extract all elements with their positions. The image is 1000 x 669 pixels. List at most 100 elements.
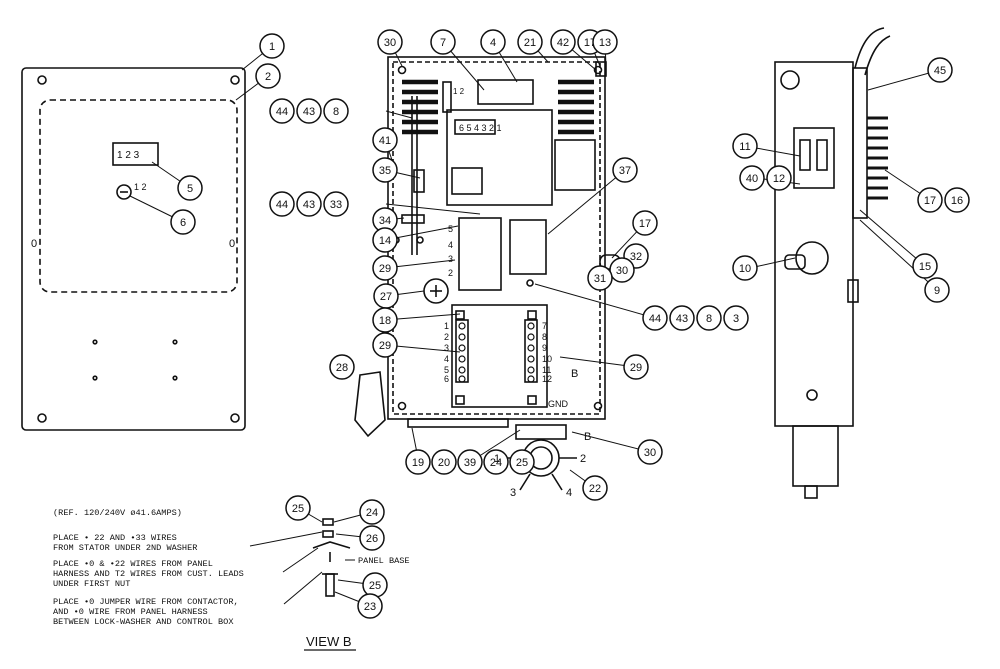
- balloon-44: 44: [269, 191, 295, 217]
- balloon-label: 17: [639, 218, 651, 230]
- relay-num-2: 2: [448, 268, 453, 278]
- balloon-23: 23: [357, 593, 383, 619]
- balloon-15: 15: [912, 253, 938, 279]
- balloon-label: 5: [187, 183, 193, 195]
- balloon-label: 13: [599, 37, 611, 49]
- balloon-label: 43: [303, 199, 315, 211]
- balloon-29: 29: [372, 332, 398, 358]
- balloon-25: 25: [285, 495, 311, 521]
- balloon-19: 19: [405, 449, 431, 475]
- balloon-14: 14: [372, 227, 398, 253]
- gnd-label: GND: [548, 399, 569, 409]
- balloon-8: 8: [696, 305, 722, 331]
- balloon-label: 27: [380, 291, 392, 303]
- tb-left-6: 6: [444, 374, 449, 384]
- balloon-21: 21: [517, 29, 543, 55]
- balloon-label: 20: [438, 457, 450, 469]
- panel-base-label: PANEL BASE: [358, 556, 410, 566]
- tb-right-10: 10: [542, 354, 552, 364]
- balloon-24: 24: [483, 449, 509, 475]
- left-slot-a: 0: [31, 238, 37, 250]
- balloon-label: 16: [951, 195, 963, 207]
- relay-num-5: 5: [448, 224, 453, 234]
- balloon-label: 43: [676, 313, 688, 325]
- balloon-label: 45: [934, 65, 946, 77]
- board-header: [442, 81, 452, 113]
- balloon-label: 25: [516, 457, 528, 469]
- contactor-label-2: 2: [580, 453, 586, 465]
- tb-left-1: 1: [444, 321, 449, 331]
- balloon-42: 42: [550, 29, 576, 55]
- leader-lines: [129, 41, 941, 607]
- balloon-6: 6: [170, 209, 196, 235]
- balloon-label: 26: [366, 533, 378, 545]
- balloon-label: 8: [706, 313, 712, 325]
- balloon-25: 25: [362, 572, 388, 598]
- balloon-label: 6: [180, 217, 186, 229]
- balloon-37: 37: [612, 157, 638, 183]
- balloon-label: 8: [333, 106, 339, 118]
- circuit-breaker-11: [793, 127, 835, 189]
- knob-13: [595, 61, 607, 77]
- balloon-35: 35: [372, 157, 398, 183]
- balloon-label: 25: [292, 503, 304, 515]
- balloon-44: 44: [642, 305, 668, 331]
- balloon-label: 43: [303, 106, 315, 118]
- panel-switch-label: 1 2: [134, 182, 147, 192]
- balloon-9: 9: [924, 277, 950, 303]
- diagram-labels: 1 2 3 1 2 0 0 1 2 6 5 4 3 2 1 5 4 3 2 1 …: [31, 87, 591, 649]
- balloon-label: 24: [490, 457, 502, 469]
- b-label-1: B: [571, 368, 578, 380]
- balloon-3: 3: [723, 305, 749, 331]
- balloon-2: 2: [255, 63, 281, 89]
- balloon-31: 31: [587, 265, 613, 291]
- balloon-29: 29: [372, 255, 398, 281]
- balloon-label: 30: [384, 37, 396, 49]
- tb-left-2: 2: [444, 332, 449, 342]
- balloon-45: 45: [927, 57, 953, 83]
- note2-line3: UNDER FIRST NUT: [53, 579, 130, 589]
- contactor-label-4: 4: [566, 487, 572, 499]
- ref-label: (REF. 120/240V ø41.6AMPS): [53, 508, 182, 518]
- balloon-13: 13: [592, 29, 618, 55]
- tb-left-4: 4: [444, 354, 449, 364]
- balloon-label: 12: [773, 173, 785, 185]
- balloon-label: 7: [440, 37, 446, 49]
- balloon-30: 30: [377, 29, 403, 55]
- panel-switch-icon: [116, 184, 132, 200]
- balloon-4: 4: [480, 29, 506, 55]
- balloon-label: 37: [619, 165, 631, 177]
- balloon-24: 24: [359, 499, 385, 525]
- receptacle-10: [795, 241, 829, 275]
- balloon-label: 35: [379, 165, 391, 177]
- relay-num-4: 4: [448, 240, 453, 250]
- balloon-label: 31: [594, 273, 606, 285]
- balloon-label: 22: [589, 483, 601, 495]
- balloon-44: 44: [269, 98, 295, 124]
- note2-line2: HARNESS AND T2 WIRES FROM CUST. LEADS: [53, 569, 244, 579]
- balloon-label: 29: [630, 362, 642, 374]
- b-label-2: B: [584, 431, 591, 443]
- balloon-17: 17: [632, 210, 658, 236]
- balloon-label: 42: [557, 37, 569, 49]
- view-b-hardware: [312, 518, 351, 597]
- panel-cover: [21, 67, 246, 431]
- balloon-label: 39: [464, 457, 476, 469]
- balloon-20: 20: [431, 449, 457, 475]
- balloon-16: 16: [944, 187, 970, 213]
- balloon-34: 34: [372, 207, 398, 233]
- balloon-43: 43: [296, 191, 322, 217]
- note3-line2: AND •0 WIRE FROM PANEL HARNESS: [53, 607, 208, 617]
- balloon-label: 30: [616, 265, 628, 277]
- balloon-label: 18: [379, 315, 391, 327]
- balloon-39: 39: [457, 449, 483, 475]
- balloon-25: 25: [509, 449, 535, 475]
- balloon-label: 25: [369, 580, 381, 592]
- balloon-label: 11: [739, 141, 750, 153]
- tb-right-8: 8: [542, 332, 547, 342]
- note3-line3: BETWEEN LOCK-WASHER AND CONTROL BOX: [53, 617, 234, 627]
- tb-right-9: 9: [542, 343, 547, 353]
- balloon-41: 41: [372, 127, 398, 153]
- balloon-label: 17: [924, 195, 936, 207]
